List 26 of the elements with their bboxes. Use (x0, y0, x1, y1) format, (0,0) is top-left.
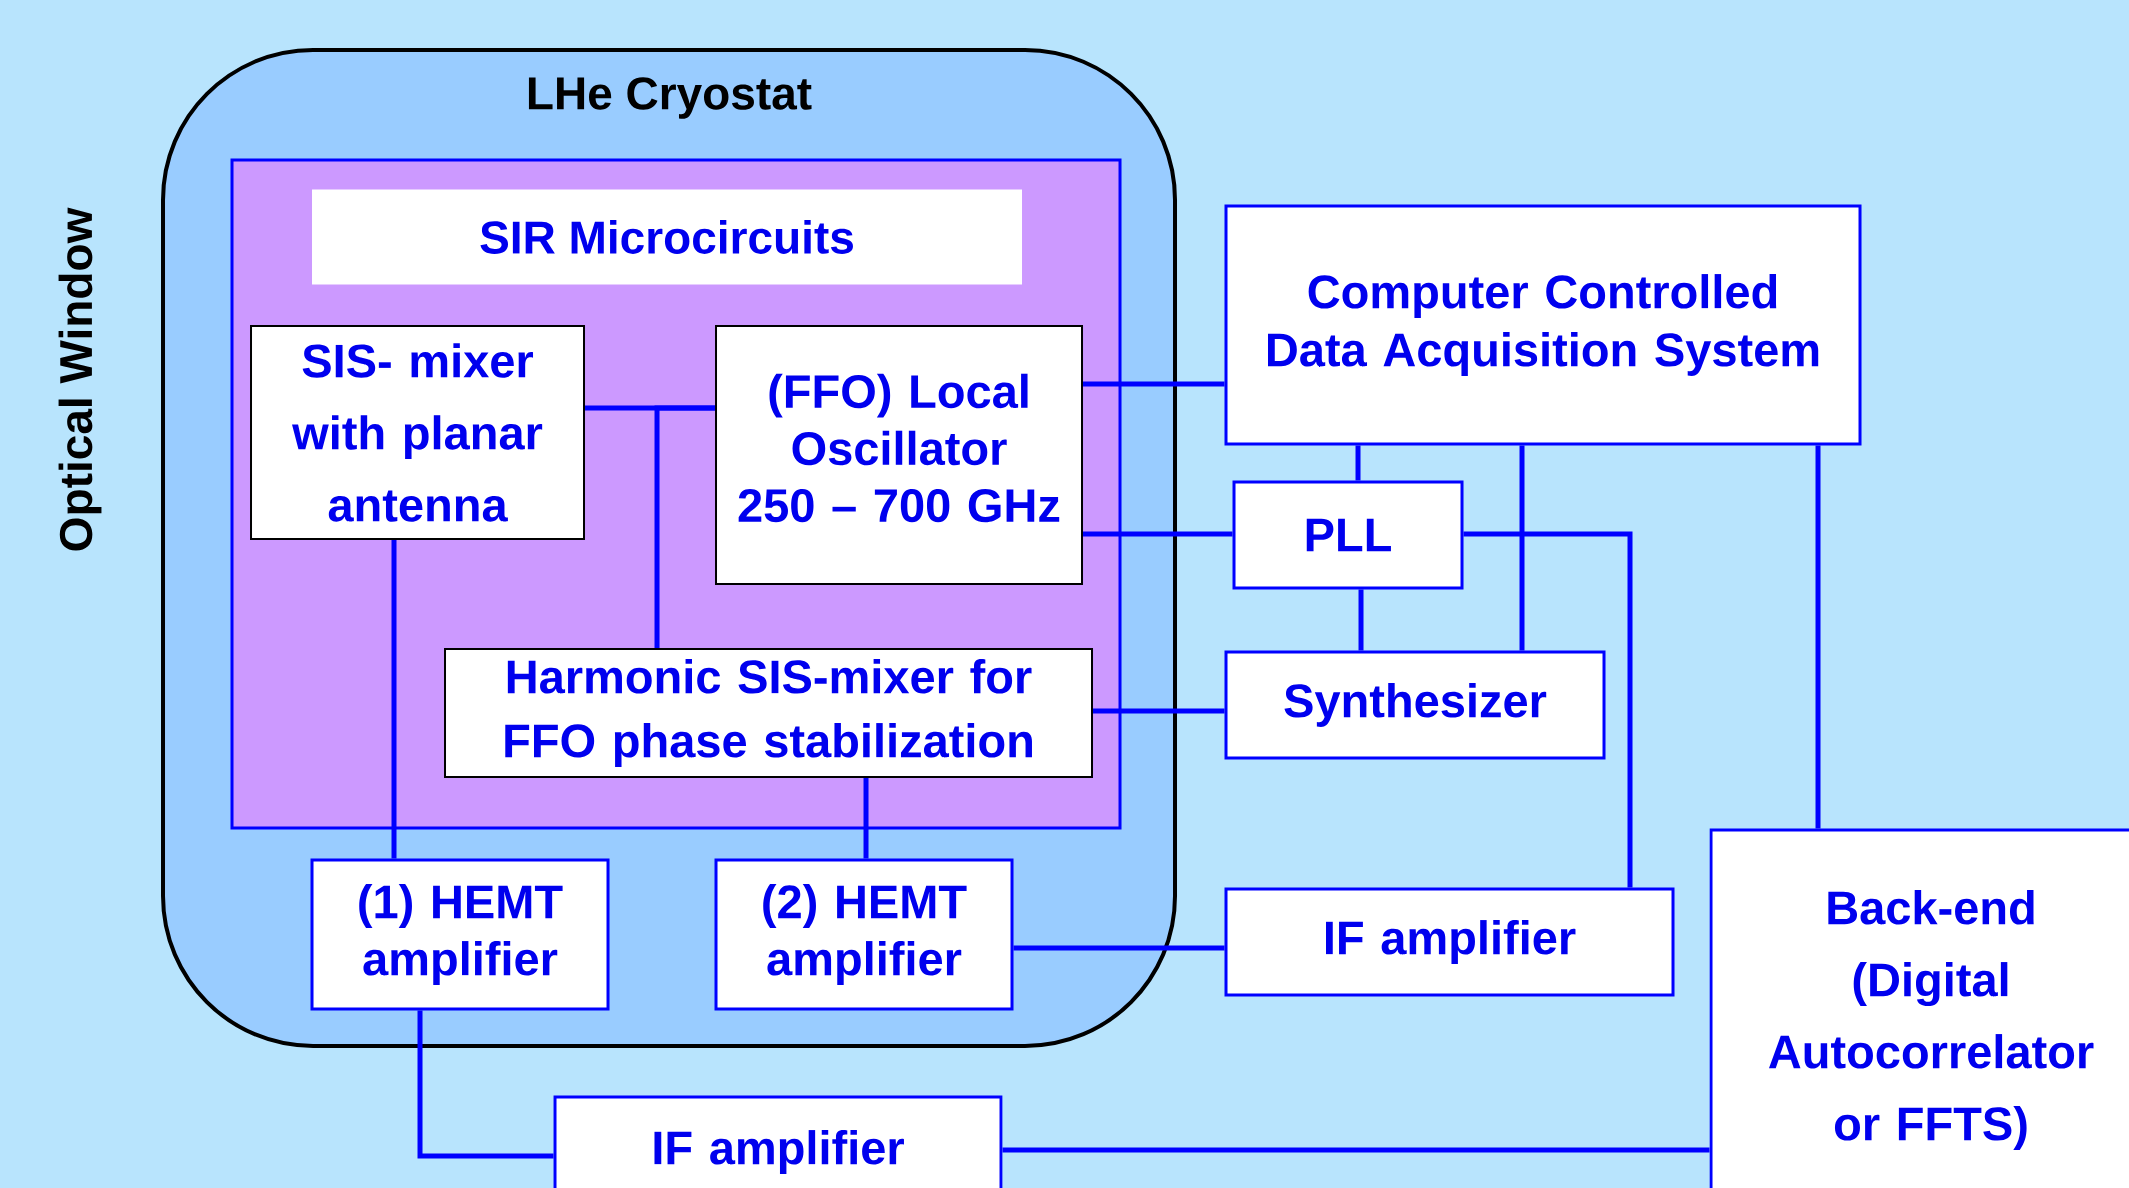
oscillator-box: (FFO) Local Oscillator 250 – 700 GHz (715, 325, 1083, 585)
system-box: Computer Controlled Data Acquisition System (1224, 204, 1862, 446)
connector-line (391, 540, 397, 859)
amplifier-box: (1) HEMT amplifier (310, 858, 610, 1011)
connector-line (654, 405, 715, 648)
connector-line (1002, 1147, 1710, 1153)
synthesizer-box: Synthesizer (1224, 650, 1606, 760)
connector-line (1463, 531, 1633, 888)
connector-line (1083, 531, 1233, 537)
mixer-box: SIS- mixer with planar antenna (250, 325, 585, 540)
amplifier-box: IF amplifier (1224, 887, 1675, 997)
backend-box: Back-end (Digital Autocorrelator or FFTS) (1709, 828, 2129, 1188)
mixer-box: Harmonic SIS-mixer for FFO phase stabilization (444, 648, 1093, 778)
amplifier-box: (2) HEMT amplifier (714, 858, 1014, 1011)
connector-line (1355, 445, 1361, 481)
amplifier-box: IF amplifier (553, 1095, 1003, 1188)
connector-line (863, 778, 869, 859)
connector-line (1093, 708, 1225, 714)
connector-line (1083, 381, 1225, 387)
connector-line (1013, 945, 1225, 951)
pll-box: PLL (1232, 480, 1464, 590)
connector-line (1358, 589, 1364, 651)
connector-line (417, 1010, 554, 1159)
side-label: Optical Window (58, 207, 102, 551)
connector-line (1519, 445, 1525, 651)
connector-line (1815, 445, 1821, 829)
